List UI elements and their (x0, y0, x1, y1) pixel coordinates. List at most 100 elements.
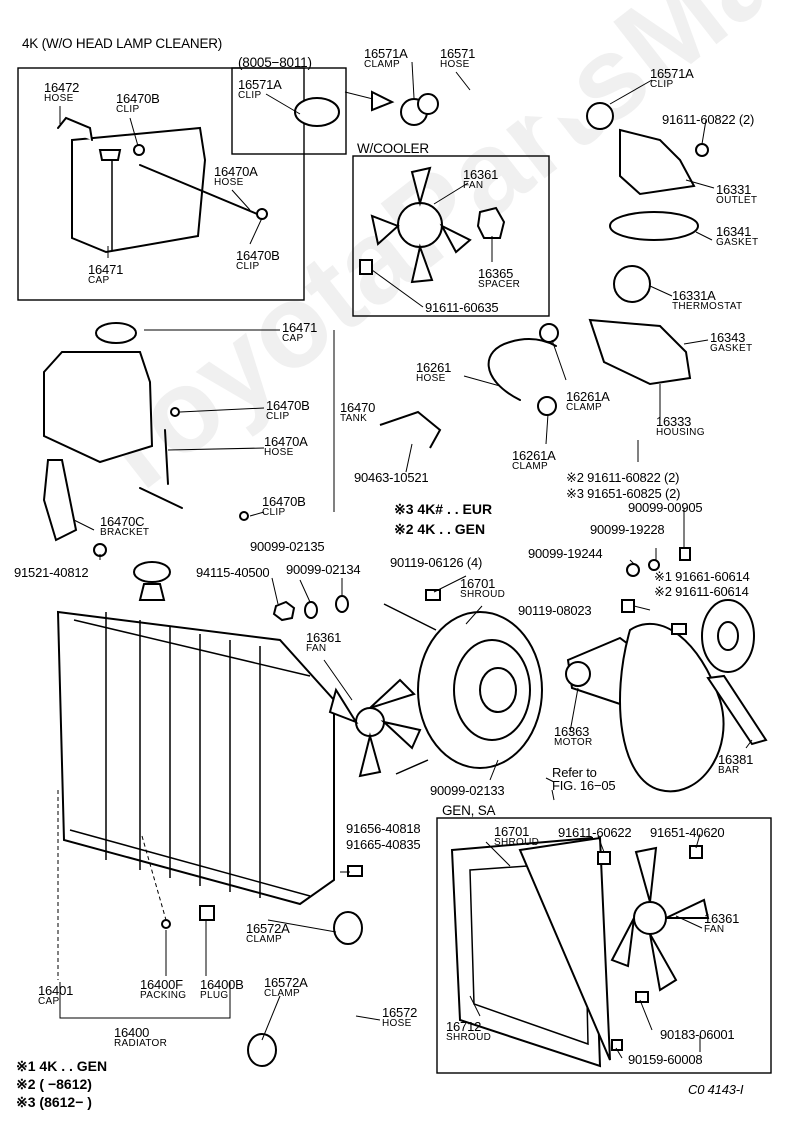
clip-date-box (231, 67, 347, 155)
housing-16333 (588, 318, 692, 386)
v-belt (619, 622, 725, 793)
clamp-16572A-a (333, 911, 363, 945)
variant-note-gen: ※2 4K . . GEN (394, 521, 486, 537)
callout-90099-19228: 90099-19228 (590, 522, 665, 537)
motor-16363 (565, 636, 638, 706)
water-outlet-16331 (619, 128, 696, 196)
fan-16361-main (328, 678, 422, 778)
cap-16471-mid (95, 322, 137, 344)
clip-16571A-box (294, 97, 341, 127)
shroud-16701-main (383, 603, 543, 775)
fan-16361-gen (610, 846, 710, 992)
bolt-outlet (695, 143, 709, 157)
hose-16472 (57, 116, 93, 141)
callout-90099-02134: 90099-02134 (286, 562, 361, 577)
callout-90099-19244: 90099-19244 (528, 546, 603, 561)
header-title: 4K (W/O HEAD LAMP CLEANER) (22, 36, 223, 51)
clip-16470B-low (239, 511, 249, 521)
clamp-16261A-b (537, 396, 557, 416)
figure-code: C0 4143-I (688, 1082, 744, 1097)
bolt-91651-40620 (689, 845, 703, 859)
clamp-16572A-b (247, 1033, 277, 1067)
bolt-91661-60614 (671, 623, 687, 635)
washer-90099-02135 (304, 601, 318, 619)
callout-91611-60622: 91611-60622 (558, 825, 632, 840)
header-section-box (17, 67, 305, 301)
gen-sa-label: GEN, SA (442, 803, 496, 818)
gen-sa-section-box (436, 817, 772, 1074)
callout-94115: 94115-40500 (196, 565, 270, 580)
refer-note: Refer to FIG. 16−05 (552, 765, 616, 793)
bolt-91656-40818 (347, 865, 363, 877)
hose-16470A-mid (139, 429, 183, 509)
with-cooler-label: W/COOLER (357, 141, 429, 156)
callout-90159: 90159-60008 (628, 1052, 703, 1067)
washer-90099-19228 (648, 559, 660, 571)
bolt-90119-06126 (425, 589, 441, 601)
spacer-16365 (476, 206, 506, 239)
callout-90099-00905: 90099-00905 (628, 500, 703, 515)
packing-16400F (161, 919, 171, 929)
legend-3: ※3 (8612− ) (16, 1094, 92, 1110)
bolt-91611-60635 (359, 259, 373, 275)
callout-90463: 90463-10521 (354, 470, 429, 485)
washer-90099-19244 (626, 563, 640, 577)
callout-90119-06126: 90119-06126 (4) (390, 555, 483, 570)
washer-90099-02134 (335, 595, 349, 613)
hose-16470A-upper (139, 164, 263, 217)
bracket-16470C (42, 459, 78, 542)
bar-16381 (706, 674, 768, 746)
drain-plug-16400B (199, 905, 215, 921)
callout-90119-08023: 90119-08023 (518, 603, 592, 618)
fan-16361-cooler (370, 166, 472, 284)
cap-16471-upper (98, 149, 122, 161)
clip-90183-06001 (635, 991, 649, 1003)
callout-91656: 91656-40818 (346, 821, 421, 836)
callout-90099-02135: 90099-02135 (250, 539, 325, 554)
callout-91651-60825: ※3 91651-60825 (2) (566, 486, 681, 501)
callout-91665: 91665-40835 (346, 837, 421, 852)
callout-91611-60614: ※2 91611-60614 (654, 584, 749, 599)
callout-91611-60635: 91611-60635 (425, 300, 499, 315)
reserve-tank-16470 (43, 351, 154, 464)
legend-2: ※2 ( −8612) (16, 1076, 92, 1092)
radiator-16400 (56, 561, 335, 929)
clip-16470B-upper (133, 144, 145, 156)
bolt-90119-08023 (621, 599, 635, 613)
bracket-90463 (379, 410, 442, 449)
clamp-16261A-a (539, 323, 559, 343)
callout-90183: 90183-06001 (660, 1027, 735, 1042)
callout-91611-60822-top: 91611-60822 (2) (662, 112, 755, 127)
legend-1: ※1 4K . . GEN (16, 1058, 108, 1074)
callout-90099-02133: 90099-02133 (430, 783, 505, 798)
